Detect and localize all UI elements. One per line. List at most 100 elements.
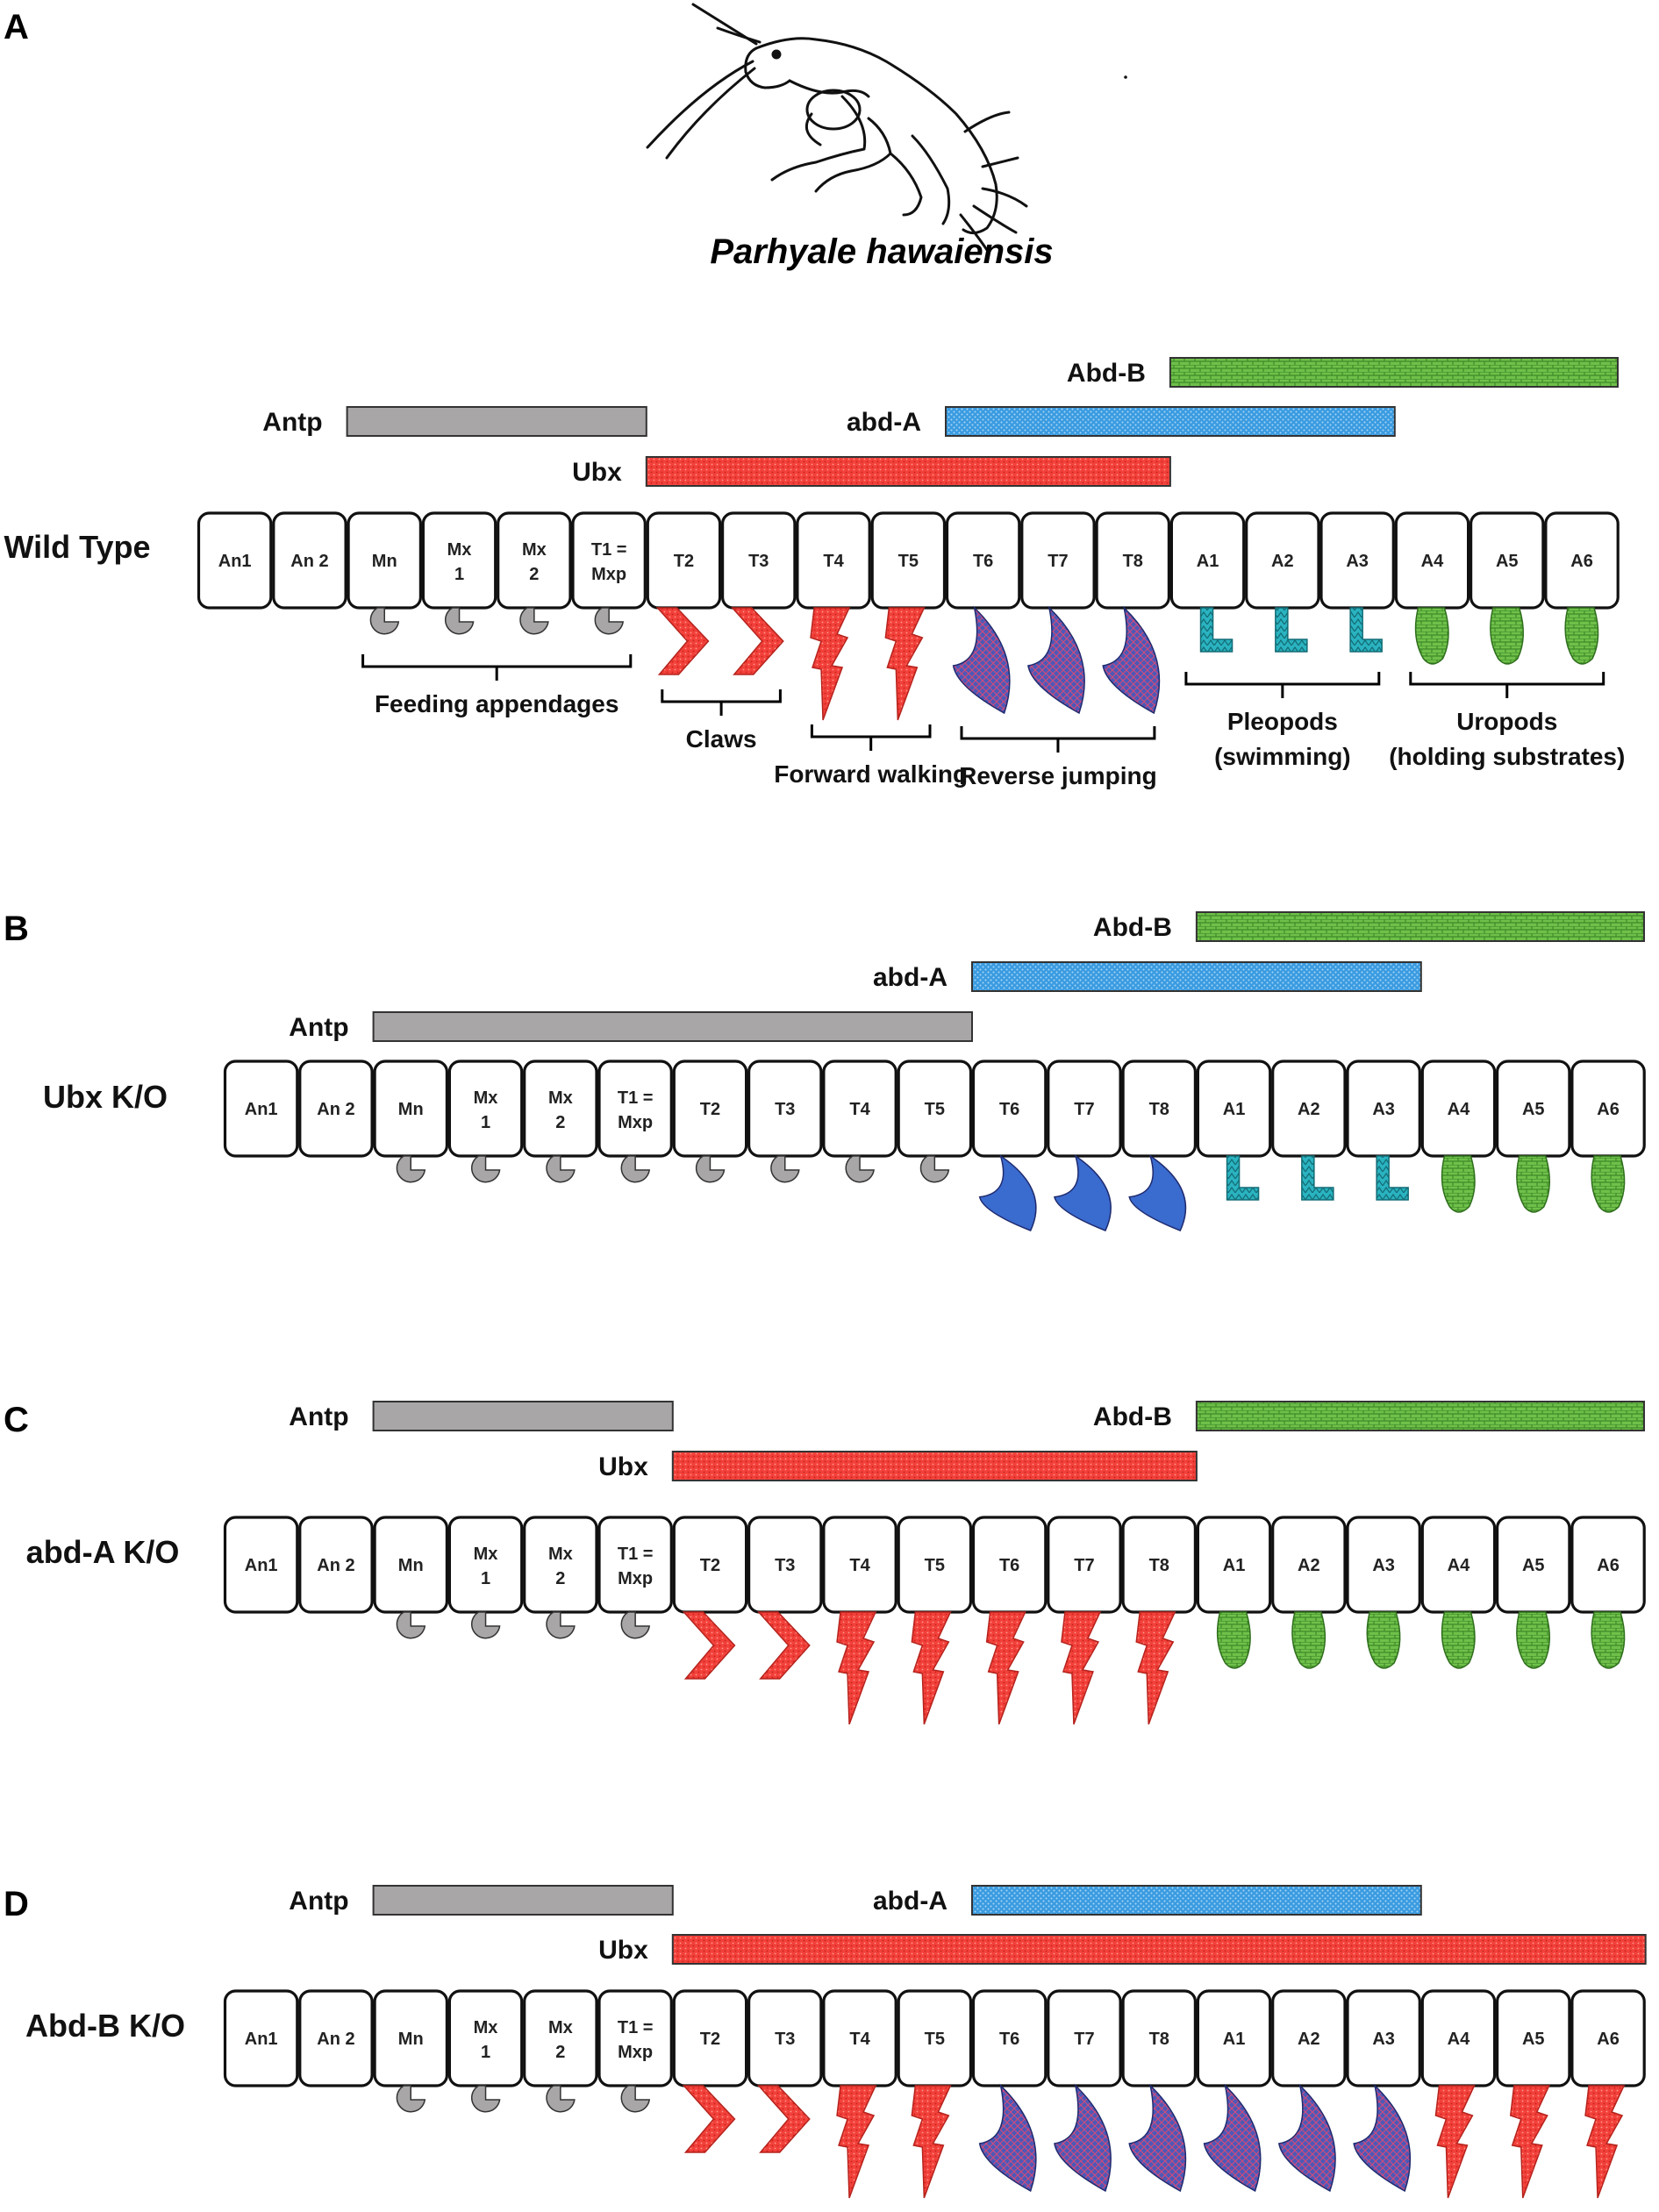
segment-an1: An1 [223, 1516, 299, 1614]
segment-t2: T2 [672, 1060, 748, 1183]
species-name: Parhyale hawaiensis [710, 232, 1053, 271]
feeding-appendage-icon [519, 607, 549, 635]
panel-letter-c: C [4, 1401, 29, 1439]
segment-label: Mx [474, 1545, 498, 1564]
segment-mx: Mx2 [523, 1060, 598, 1183]
uropod-icon [1414, 607, 1449, 665]
segment-label: An 2 [317, 2030, 354, 2049]
segment-box [597, 1516, 673, 1614]
segment-a4: A4 [1420, 1989, 1497, 2199]
gene-label-ubx: Ubx [572, 458, 622, 487]
segment-t1: T1 =Mxp [571, 511, 647, 635]
segment-label: An1 [245, 1556, 278, 1575]
segment-label: T3 [775, 1100, 795, 1119]
genotype-label: Ubx K/O [43, 1079, 168, 1115]
panel-letter-d: D [4, 1885, 29, 1923]
segment-box [1047, 1060, 1122, 1158]
segment-t5: T5 [897, 1516, 973, 1725]
pleopod-icon [1301, 1155, 1334, 1201]
gene-bar-antp [372, 1885, 674, 1916]
segment-label: T2 [674, 552, 694, 571]
segment-label: A6 [1597, 1556, 1620, 1575]
feeding-appendage-icon [546, 1155, 576, 1183]
walking-leg-icon [911, 2085, 952, 2199]
segment-a4: A4 [1420, 1060, 1497, 1213]
segment-a3: A3 [1346, 1516, 1421, 1669]
segment-label: Mx [447, 540, 472, 560]
segment-label: A3 [1372, 1556, 1395, 1575]
segment-label: T4 [849, 1100, 870, 1119]
jumping-leg-icon [1353, 2083, 1412, 2193]
segment-t6: T6 [971, 1060, 1048, 1231]
segment-t4: T4 [822, 1516, 897, 1725]
pleopod-icon [1349, 607, 1383, 653]
group-bracket [960, 726, 1156, 753]
uropod-icon [1216, 1611, 1251, 1669]
segment-label: A4 [1421, 552, 1444, 571]
uropod-icon [1564, 607, 1599, 665]
segment-label: T6 [973, 552, 993, 571]
segment-mx: Mx1 [447, 1060, 524, 1183]
segment-t1: T1 =Mxp [597, 1060, 673, 1183]
segment-label: A2 [1298, 1100, 1320, 1119]
group-label: Claws [686, 725, 757, 753]
group-bracket [810, 724, 932, 751]
segment-label: Mx [548, 1545, 573, 1564]
segment-label: T3 [775, 2030, 795, 2049]
segment-label: An1 [218, 552, 252, 571]
segment-box [298, 1516, 374, 1614]
uropod-icon [1490, 607, 1524, 665]
jumping-leg-icon [1128, 2083, 1187, 2193]
feeding-appendage-icon [369, 607, 400, 635]
segment-box [197, 511, 273, 610]
segment-box [646, 511, 722, 610]
segment-label: T1 = [618, 2018, 654, 2037]
feeding-appendage-icon [695, 1155, 726, 1183]
jumping-leg-icon [1054, 2083, 1112, 2193]
segment-label: T8 [1149, 2030, 1169, 2049]
segment-an2: An 2 [298, 1989, 374, 2087]
pleopod-icon [1199, 607, 1234, 653]
group-reverse-jumping: Reverse jumping [959, 726, 1157, 789]
segment-box [523, 1060, 598, 1158]
segment-box [945, 511, 1021, 610]
segment-label: T7 [1074, 1100, 1094, 1119]
segment-label: T5 [925, 1556, 945, 1575]
segment-mx: Mx2 [523, 1989, 598, 2113]
gene-label-abd-b: Abd-B [1067, 359, 1146, 388]
gene-label-abd-a: abd-A [847, 408, 921, 437]
segment-label: A6 [1597, 2030, 1620, 2049]
feeding-appendage-icon [396, 1155, 426, 1183]
segment-sublabel: Mxp [591, 565, 626, 584]
segment-box [1095, 511, 1170, 610]
segment-t3: T3 [747, 1989, 823, 2153]
feeding-appendage-icon [546, 1611, 576, 1639]
uropod-icon [1591, 1611, 1626, 1669]
plain-jumping-leg-icon [1054, 1154, 1112, 1231]
walking-leg-icon [911, 1611, 952, 1725]
segment-sublabel: 1 [481, 1113, 490, 1132]
segment-mn: Mn [347, 511, 423, 635]
jumping-leg-icon [1027, 605, 1085, 715]
segment-box [298, 1989, 374, 2087]
gene-bar-abd-b [1195, 911, 1645, 942]
segment-label: A2 [1298, 2030, 1320, 2049]
uropod-icon [1441, 1155, 1476, 1213]
gene-label-antp: Antp [262, 408, 322, 437]
uropod-icon [1366, 1611, 1401, 1669]
feeding-appendage-icon [470, 2085, 501, 2113]
segment-sublabel: 1 [454, 565, 464, 584]
plain-jumping-leg-icon [1128, 1154, 1187, 1231]
gene-bar-abd-b [1195, 1401, 1645, 1431]
segment-label: T6 [999, 2030, 1019, 2049]
group-label: Pleopods [1227, 708, 1338, 735]
segment-t1: T1 =Mxp [597, 1516, 673, 1639]
segment-box [747, 1989, 823, 2087]
walking-leg-icon [1434, 2085, 1476, 2199]
segment-label: T7 [1048, 552, 1068, 571]
feeding-appendage-icon [620, 2085, 651, 2113]
walking-leg-icon [810, 607, 851, 721]
segment-t4: T4 [822, 1989, 897, 2199]
